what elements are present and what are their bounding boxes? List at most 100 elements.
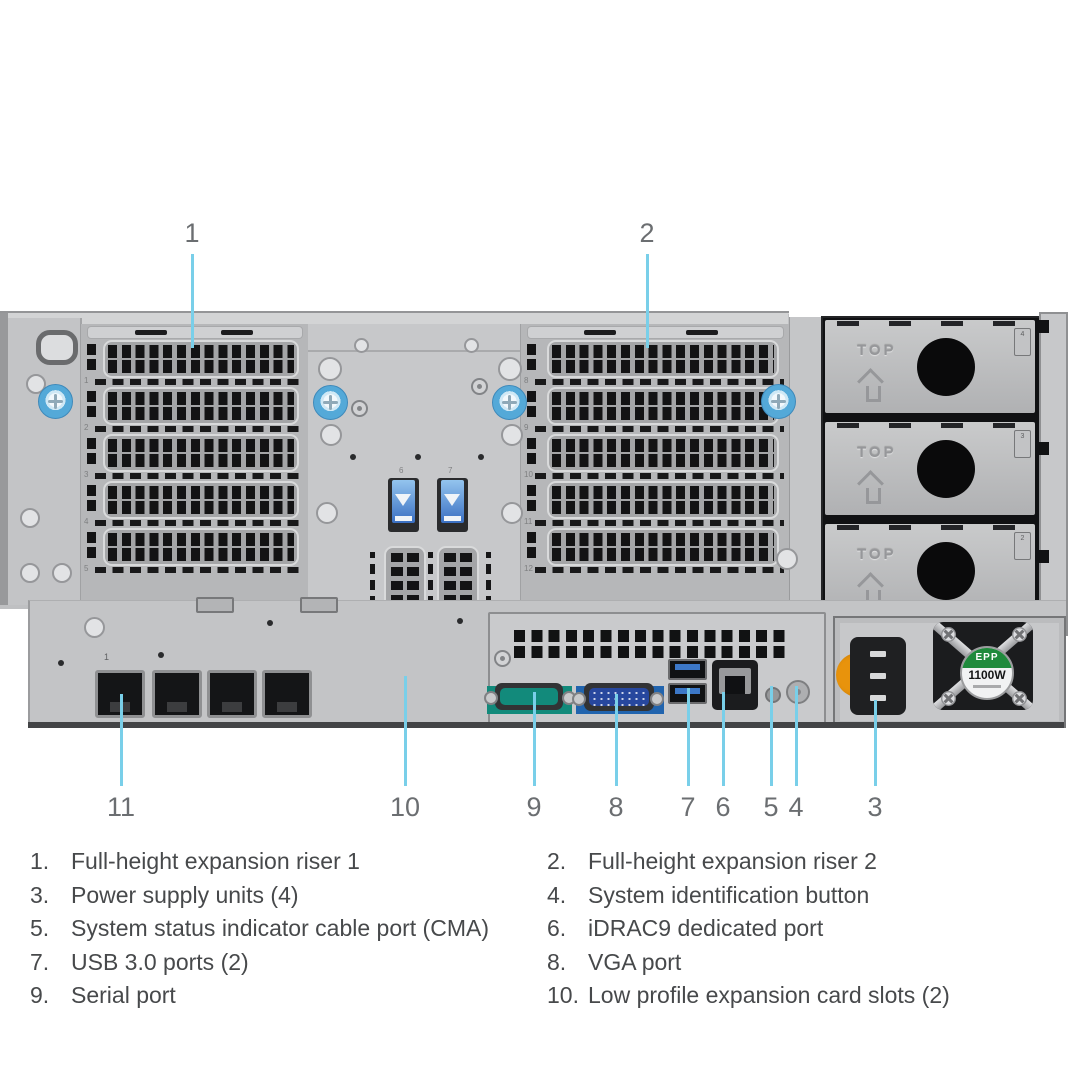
callout-line-9 xyxy=(533,692,536,786)
slot-number-label: 3 xyxy=(84,470,89,479)
slot-number-label: 8 xyxy=(524,376,529,385)
expansion-slot-blank xyxy=(103,387,299,425)
legend-item-number: 3. xyxy=(30,881,50,908)
callout-number-8: 8 xyxy=(608,792,624,822)
inlet-pin xyxy=(870,695,886,701)
slot-perforation-row xyxy=(108,407,294,420)
slot-perforation-row xyxy=(108,344,294,358)
expansion-slot-blank xyxy=(103,340,299,378)
bay-finger-hole xyxy=(917,542,975,600)
callout-line-4 xyxy=(795,686,798,786)
ethernet-port xyxy=(207,670,257,718)
riser-handle-mark xyxy=(220,330,253,335)
slot-bracket-tabs xyxy=(87,391,96,417)
inlet-pin xyxy=(870,673,886,679)
bay-latch-dashes xyxy=(837,321,1023,326)
panel-hole xyxy=(318,357,342,381)
bay-top-label: TOP xyxy=(857,342,897,359)
slot-number-label: 5 xyxy=(84,564,89,573)
slot-perforation-row xyxy=(552,391,774,405)
screw-icon xyxy=(494,650,511,667)
panel-hole xyxy=(320,424,342,446)
slot-perforation-row xyxy=(108,485,294,499)
expansion-slot-blank xyxy=(103,434,299,472)
legend-item: 7.USB 3.0 ports (2) xyxy=(30,946,550,980)
slot-perforation-row xyxy=(552,407,774,420)
slot-perforation-row xyxy=(108,532,294,546)
fan-screw-icon xyxy=(941,691,956,706)
legend-item-text: System status indicator cable port (CMA) xyxy=(71,915,489,942)
callout-number-2: 2 xyxy=(639,218,655,248)
ac-power-inlet xyxy=(850,637,906,715)
legend-item-number: 10. xyxy=(547,982,579,1009)
psu-epp-label: EPP xyxy=(962,648,1012,668)
expansion-slot-blank xyxy=(103,528,299,566)
psu-fine-print xyxy=(973,685,1001,688)
rivet-dot xyxy=(478,454,484,460)
slot-number-label: 1 xyxy=(84,376,89,385)
latch-blue-grip xyxy=(392,480,415,523)
bracket-hole xyxy=(26,374,46,394)
slot-bracket-tabs xyxy=(527,344,536,370)
port-screw-icon xyxy=(484,691,498,705)
bay-number-tag: 2 xyxy=(1014,532,1031,560)
expansion-slot-blank xyxy=(547,481,779,519)
bay-top-label: TOP xyxy=(857,444,897,461)
port-screw-icon xyxy=(650,692,664,706)
panel-hole xyxy=(464,338,479,353)
slot-bracket-tabs xyxy=(527,391,536,417)
screw-icon xyxy=(351,400,368,417)
rail-notch xyxy=(1039,442,1049,455)
legend-item: 4.System identification button xyxy=(547,879,1067,913)
legend-item-number: 9. xyxy=(30,982,50,1009)
serial-port xyxy=(495,683,563,710)
slot-perforation-row xyxy=(552,360,774,373)
legend-item-text: Low profile expansion card slots (2) xyxy=(588,982,950,1009)
legend-item-text: Full-height expansion riser 2 xyxy=(588,848,877,874)
bay-number-tag: 4 xyxy=(1014,328,1031,356)
hinge-tab xyxy=(196,597,234,613)
callout-number-10: 10 xyxy=(389,792,421,822)
slot-perforation-row xyxy=(108,454,294,467)
slot-perforation-row xyxy=(108,438,294,452)
psu-bay-blank: TOP 3 xyxy=(825,422,1035,515)
legend-item-text: iDRAC9 dedicated port xyxy=(588,915,824,942)
io-vent-row xyxy=(514,646,790,658)
panel-hole xyxy=(316,502,338,524)
slot-perforation-row xyxy=(552,485,774,499)
legend-item-text: USB 3.0 ports (2) xyxy=(71,948,249,975)
slot-perforation-row xyxy=(108,391,294,405)
slot-bracket-tabs xyxy=(527,438,536,464)
callout-line-5 xyxy=(770,686,773,786)
vga-port-face xyxy=(589,688,649,706)
riser-release-latch xyxy=(388,478,419,532)
legend-item: 1.Full-height expansion riser 1 xyxy=(30,845,550,879)
callout-number-7: 7 xyxy=(680,792,696,822)
callout-number-9: 9 xyxy=(526,792,542,822)
slot-vent-dashes xyxy=(535,567,784,573)
slot-number-label: 4 xyxy=(84,517,89,526)
legend-item-number: 1. xyxy=(30,848,50,874)
slot-perforation-row xyxy=(552,344,774,358)
legend-item-text: Power supply units (4) xyxy=(71,881,299,908)
bay-finger-hole xyxy=(917,338,975,396)
bay-number-tag: 3 xyxy=(1014,430,1031,458)
up-arrow-icon-stem xyxy=(866,386,881,402)
panel-seam xyxy=(308,350,520,352)
ethernet-port xyxy=(262,670,312,718)
port-screw-icon xyxy=(572,692,586,706)
nic-port-number-label: 1 xyxy=(104,652,110,662)
thumbscrew-icon xyxy=(38,384,73,419)
thumbscrew-icon xyxy=(492,385,527,420)
callout-number-4: 4 xyxy=(788,792,804,822)
panel-hole xyxy=(501,424,523,446)
callout-line-1 xyxy=(191,254,194,348)
bracket-hole xyxy=(20,563,40,583)
panel-hole xyxy=(776,548,798,570)
latch-number-label: 6 xyxy=(399,466,404,475)
system-id-button-dot xyxy=(795,689,801,695)
right-rail xyxy=(1039,312,1068,636)
